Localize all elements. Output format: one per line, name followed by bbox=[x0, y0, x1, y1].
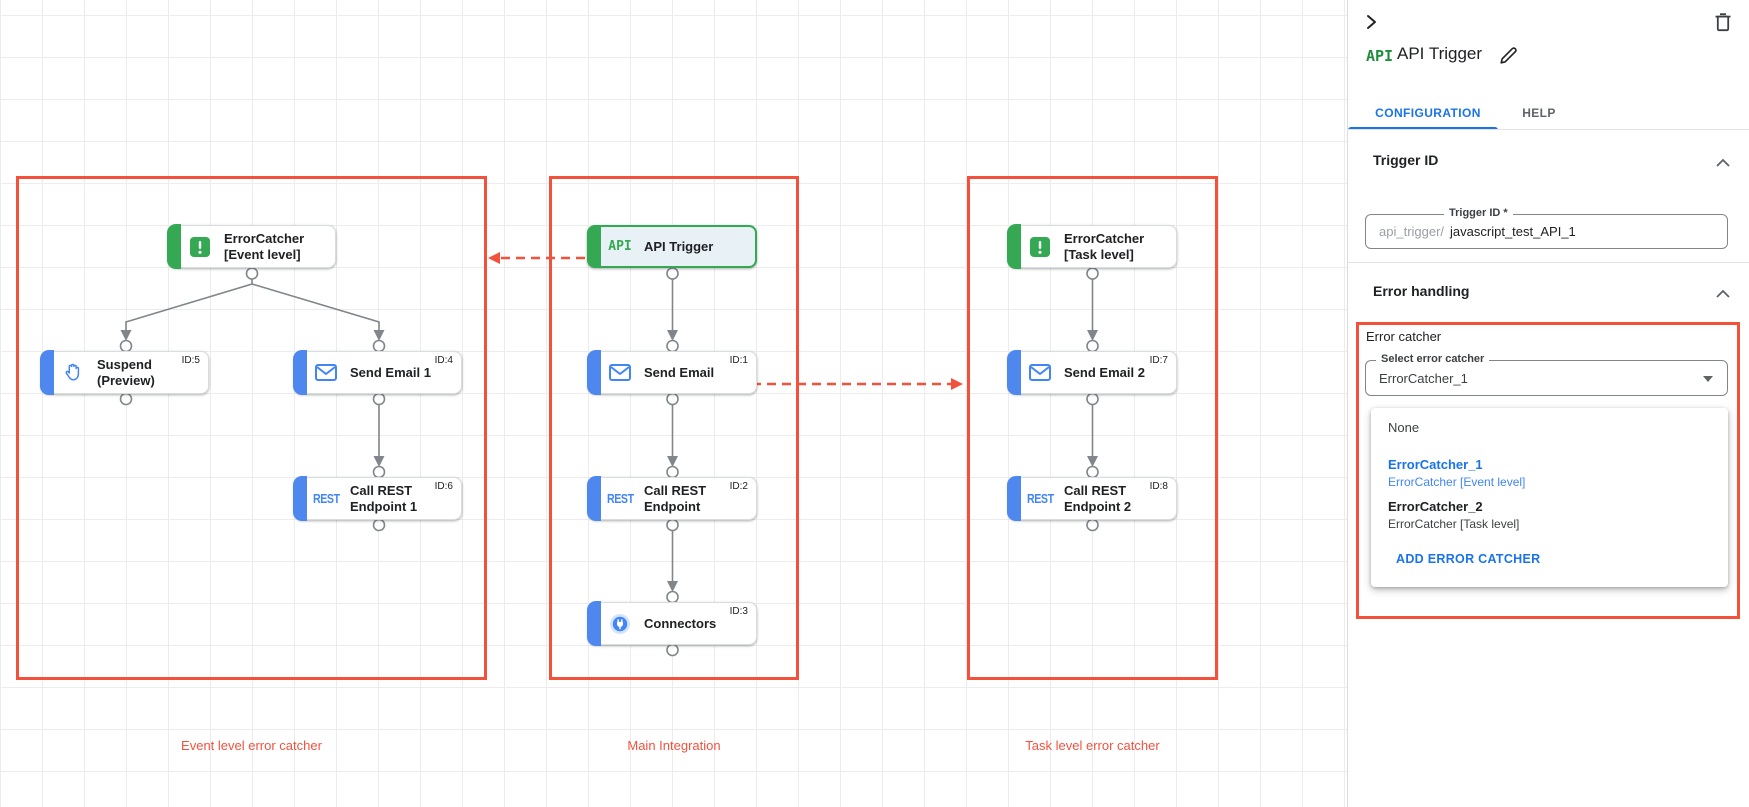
select-error-catcher-label: Select error catcher bbox=[1376, 353, 1490, 365]
node-send-email-2[interactable]: Send Email 2 ID:7 bbox=[1007, 350, 1177, 395]
main-integration-group-label: Main Integration bbox=[627, 738, 721, 753]
panel-tabs: CONFIGURATION HELP bbox=[1348, 96, 1749, 130]
edit-title-icon[interactable] bbox=[1496, 44, 1520, 71]
menu-item-errorcatcher-1[interactable]: ErrorCatcher_1 bbox=[1388, 457, 1483, 472]
delete-trigger-icon[interactable] bbox=[1712, 10, 1734, 37]
select-error-catcher-value: ErrorCatcher_1 bbox=[1379, 370, 1468, 386]
error-catcher-dropdown-menu: None ErrorCatcher_1 ErrorCatcher [Event … bbox=[1371, 408, 1728, 587]
api-icon: API bbox=[608, 239, 632, 254]
task-id-badge: ID:7 bbox=[1149, 355, 1168, 366]
tab-configuration[interactable]: CONFIGURATION bbox=[1375, 106, 1481, 120]
node-error-catcher-task[interactable]: ErrorCatcher [Task level] bbox=[1007, 224, 1177, 269]
trigger-id-value: javascript_test_API_1 bbox=[1450, 224, 1576, 239]
node-accent-bar bbox=[587, 350, 601, 395]
node-accent-bar bbox=[293, 350, 307, 395]
node-accent-bar bbox=[587, 476, 601, 521]
task-id-badge: ID:8 bbox=[1149, 481, 1168, 492]
node-accent-bar bbox=[293, 476, 307, 521]
collapse-section-icon[interactable] bbox=[1716, 285, 1730, 303]
node-api-trigger[interactable]: API API Trigger bbox=[587, 225, 757, 268]
task-id-badge: ID:3 bbox=[729, 606, 748, 617]
panel-title: API Trigger bbox=[1397, 44, 1483, 63]
node-label: ErrorCatcher [Task level] bbox=[1064, 231, 1145, 262]
api-trigger-logo: API bbox=[1366, 47, 1394, 65]
node-error-catcher-event[interactable]: ErrorCatcher [Event level] bbox=[167, 224, 336, 269]
menu-item-none[interactable]: None bbox=[1388, 420, 1420, 435]
task-id-badge: ID:4 bbox=[434, 355, 453, 366]
error-catcher-label: Error catcher bbox=[1366, 329, 1442, 344]
suspend-hand-icon bbox=[60, 362, 86, 383]
rest-icon: REST bbox=[312, 491, 340, 506]
event-level-group-box bbox=[16, 176, 487, 680]
dropdown-arrow-icon bbox=[1703, 376, 1713, 382]
menu-item-errorcatcher-2[interactable]: ErrorCatcher_2 bbox=[1388, 499, 1483, 514]
node-label: Send Email bbox=[644, 364, 715, 380]
email-icon bbox=[313, 364, 339, 381]
email-icon bbox=[607, 364, 633, 381]
node-label: Send Email 2 bbox=[1064, 364, 1145, 380]
node-accent-bar bbox=[1007, 350, 1021, 395]
rest-icon: REST bbox=[1026, 491, 1054, 506]
node-accent-bar bbox=[1007, 224, 1021, 269]
node-accent-bar bbox=[587, 225, 601, 268]
config-panel: API API Trigger CONFIGURATION HELP Trigg… bbox=[1347, 0, 1749, 807]
node-send-email-1[interactable]: Send Email 1 ID:4 bbox=[293, 350, 462, 395]
node-label: Call REST Endpoint 1 bbox=[350, 483, 418, 514]
tab-help[interactable]: HELP bbox=[1522, 106, 1556, 120]
trigger-id-field[interactable]: Trigger ID * api_trigger/ javascript_tes… bbox=[1365, 207, 1728, 249]
active-tab-underline bbox=[1348, 127, 1498, 130]
node-label: Call REST Endpoint 2 bbox=[1064, 483, 1132, 514]
node-suspend[interactable]: Suspend (Preview) ID:5 bbox=[40, 350, 209, 395]
event-level-group-label: Event level error catcher bbox=[181, 738, 322, 753]
node-accent-bar bbox=[587, 601, 601, 646]
email-icon bbox=[1027, 364, 1053, 381]
task-id-badge: ID:1 bbox=[729, 355, 748, 366]
select-error-catcher[interactable]: Select error catcher ErrorCatcher_1 bbox=[1365, 353, 1728, 396]
node-call-rest-endpoint[interactable]: REST Call REST Endpoint ID:2 bbox=[587, 476, 757, 521]
menu-item-errorcatcher-2-sub[interactable]: ErrorCatcher [Task level] bbox=[1388, 517, 1520, 531]
add-error-catcher-button[interactable]: ADD ERROR CATCHER bbox=[1392, 550, 1544, 568]
divider bbox=[1348, 262, 1749, 263]
workflow-canvas[interactable]: ErrorCatcher [Event level] Suspend (Prev… bbox=[0, 0, 1347, 807]
connectors-icon bbox=[607, 612, 633, 636]
node-label: API Trigger bbox=[644, 238, 714, 254]
task-id-badge: ID:5 bbox=[181, 355, 200, 366]
node-call-rest-endpoint-1[interactable]: REST Call REST Endpoint 1 ID:6 bbox=[293, 476, 462, 521]
task-level-group-box bbox=[967, 176, 1218, 680]
node-call-rest-endpoint-2[interactable]: REST Call REST Endpoint 2 ID:8 bbox=[1007, 476, 1177, 521]
node-accent-bar bbox=[1007, 476, 1021, 521]
node-label: Connectors bbox=[644, 615, 717, 631]
error-catcher-highlight-box bbox=[1356, 322, 1740, 619]
divider bbox=[1348, 129, 1749, 130]
collapse-panel-icon[interactable] bbox=[1360, 11, 1382, 36]
node-label: Suspend (Preview) bbox=[97, 357, 155, 388]
error-handling-section-header: Error handling bbox=[1373, 283, 1470, 299]
trigger-id-field-label: Trigger ID * bbox=[1444, 207, 1513, 219]
menu-item-errorcatcher-1-sub[interactable]: ErrorCatcher [Event level] bbox=[1388, 475, 1526, 489]
node-connectors[interactable]: Connectors ID:3 bbox=[587, 601, 757, 646]
task-level-group-label: Task level error catcher bbox=[1025, 738, 1160, 753]
main-integration-group-box bbox=[549, 176, 799, 680]
node-label: ErrorCatcher [Event level] bbox=[224, 231, 305, 262]
node-label: Call REST Endpoint bbox=[644, 483, 707, 514]
node-label: Send Email 1 bbox=[350, 364, 431, 380]
task-id-badge: ID:6 bbox=[434, 481, 453, 492]
trigger-id-prefix: api_trigger/ bbox=[1379, 224, 1445, 239]
error-catcher-icon bbox=[1027, 236, 1053, 258]
collapse-section-icon[interactable] bbox=[1716, 154, 1730, 172]
node-accent-bar bbox=[40, 350, 54, 395]
rest-icon: REST bbox=[606, 491, 634, 506]
task-id-badge: ID:2 bbox=[729, 481, 748, 492]
node-send-email[interactable]: Send Email ID:1 bbox=[587, 350, 757, 395]
error-catcher-icon bbox=[187, 236, 213, 258]
trigger-id-section-header: Trigger ID bbox=[1373, 152, 1439, 168]
node-accent-bar bbox=[167, 224, 181, 269]
